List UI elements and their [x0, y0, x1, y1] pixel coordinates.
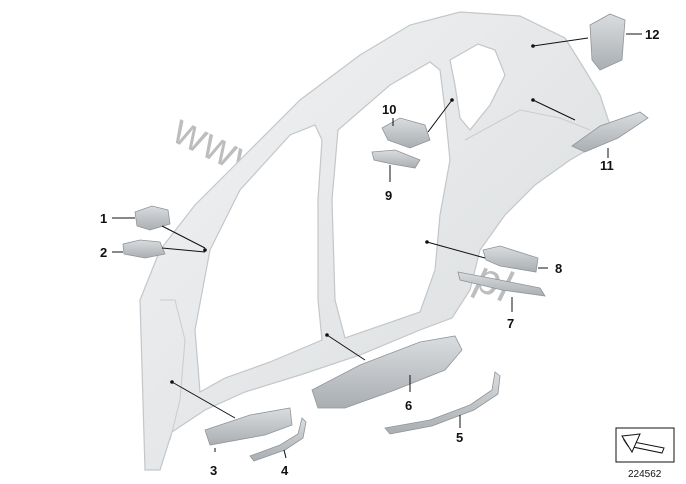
callout-5[interactable]: 5 [456, 430, 463, 445]
part-4-rod[interactable] [249, 417, 307, 462]
part-6-sill-panel[interactable] [311, 335, 463, 409]
part-11-bracket[interactable] [571, 111, 649, 153]
callout-6[interactable]: 6 [405, 398, 412, 413]
part-8-block[interactable] [482, 245, 539, 273]
leader-dots [170, 44, 535, 384]
callout-3[interactable]: 3 [210, 463, 217, 478]
part-9-bracket[interactable] [371, 149, 421, 169]
reference-number: 224562 [628, 469, 662, 480]
part-2-bracket[interactable] [122, 239, 166, 259]
callout-1[interactable]: 1 [100, 211, 107, 226]
callout-11[interactable]: 11 [600, 158, 614, 173]
callout-4[interactable]: 4 [281, 463, 289, 478]
callout-8[interactable]: 8 [555, 261, 562, 276]
part-3-trim-panel[interactable] [204, 407, 293, 446]
part-5-rod[interactable] [384, 371, 501, 435]
part-7-strip[interactable] [457, 271, 546, 297]
callout-2[interactable]: 2 [100, 245, 107, 260]
leader-lines [112, 33, 642, 459]
part-10-bracket[interactable] [381, 117, 431, 149]
callout-9[interactable]: 9 [385, 188, 392, 203]
part-12-bracket[interactable] [589, 13, 626, 71]
callout-12[interactable]: 12 [645, 27, 659, 42]
part-1-bracket[interactable] [134, 205, 171, 231]
arrow-icon [621, 433, 665, 454]
callout-7[interactable]: 7 [507, 316, 514, 331]
body-side-frame [139, 11, 611, 471]
reference-box [615, 427, 675, 463]
callout-10[interactable]: 10 [382, 102, 396, 117]
